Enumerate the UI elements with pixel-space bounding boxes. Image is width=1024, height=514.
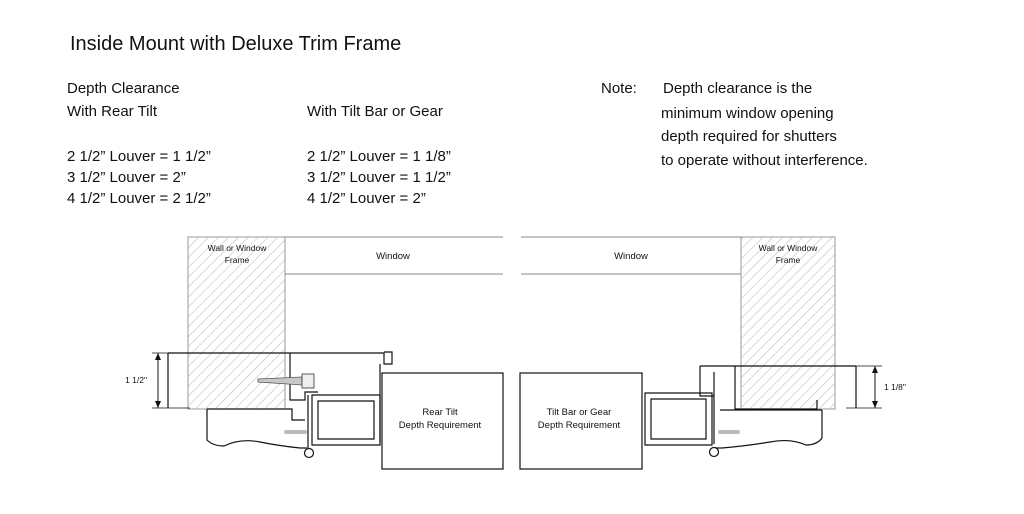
left-dimension: 1 1/2" xyxy=(125,352,190,409)
left-wall-label-1: Wall or Window xyxy=(208,243,268,253)
right-louver xyxy=(644,392,713,446)
tilt-bar-row: 2 1/2” Louver = 1 1/8” xyxy=(307,148,451,165)
right-depth-box xyxy=(519,372,643,470)
tilt-bar-heading: With Tilt Bar or Gear xyxy=(307,103,443,120)
right-dimension-label: 1 1/8" xyxy=(884,382,906,392)
note-line: Depth clearance is the xyxy=(663,80,813,97)
right-dimension: 1 1/8" xyxy=(846,365,906,409)
right-trim-molding xyxy=(714,409,823,449)
right-diagram: Wall or Window Frame Window Tilt Bar or … xyxy=(519,236,906,470)
right-window-label: Window xyxy=(614,251,648,262)
right-wall-label-1: Wall or Window xyxy=(759,243,819,253)
rear-tilt-heading: With Rear Tilt xyxy=(67,103,158,120)
note-line: to operate without interference. xyxy=(661,152,868,169)
right-hinge-pin xyxy=(708,446,720,458)
right-window-box xyxy=(521,236,741,275)
right-wall-label-2: Frame xyxy=(776,255,801,265)
rear-tilt-row: 3 1/2” Louver = 2” xyxy=(67,169,186,186)
right-trim-frame xyxy=(699,365,857,444)
depth-clearance-heading: Depth Clearance xyxy=(67,80,180,97)
rear-tilt-row: 2 1/2” Louver = 1 1/2” xyxy=(67,148,211,165)
left-wall xyxy=(187,236,286,410)
left-dimension-label: 1 1/2" xyxy=(125,375,147,385)
left-box-label-1: Rear Tilt xyxy=(422,407,458,418)
left-diagram: Wall or Window Frame Window Rear Tilt De… xyxy=(125,236,504,470)
left-depth-box xyxy=(381,372,504,470)
left-box-label-2: Depth Requirement xyxy=(399,420,482,431)
page-title: Inside Mount with Deluxe Trim Frame xyxy=(70,33,402,55)
tilt-bar-row: 4 1/2” Louver = 2” xyxy=(307,190,426,207)
left-trim-frame xyxy=(167,351,393,442)
left-louver xyxy=(311,394,381,446)
left-window-label: Window xyxy=(376,251,410,262)
tilt-bar-row: 3 1/2” Louver = 1 1/2” xyxy=(307,169,451,186)
left-wall-label-2: Frame xyxy=(225,255,250,265)
left-hinge-pin xyxy=(303,447,315,459)
rear-tilt-row: 4 1/2” Louver = 2 1/2” xyxy=(67,190,211,207)
right-box-label-1: Tilt Bar or Gear xyxy=(547,407,612,418)
left-window-box xyxy=(285,236,503,275)
right-wall xyxy=(740,236,836,410)
left-trim-molding xyxy=(206,408,307,449)
note-line: minimum window opening xyxy=(661,105,834,122)
right-box-label-2: Depth Requirement xyxy=(538,420,621,431)
note-label: Note: xyxy=(601,80,637,97)
note-line: depth required for shutters xyxy=(661,128,837,145)
